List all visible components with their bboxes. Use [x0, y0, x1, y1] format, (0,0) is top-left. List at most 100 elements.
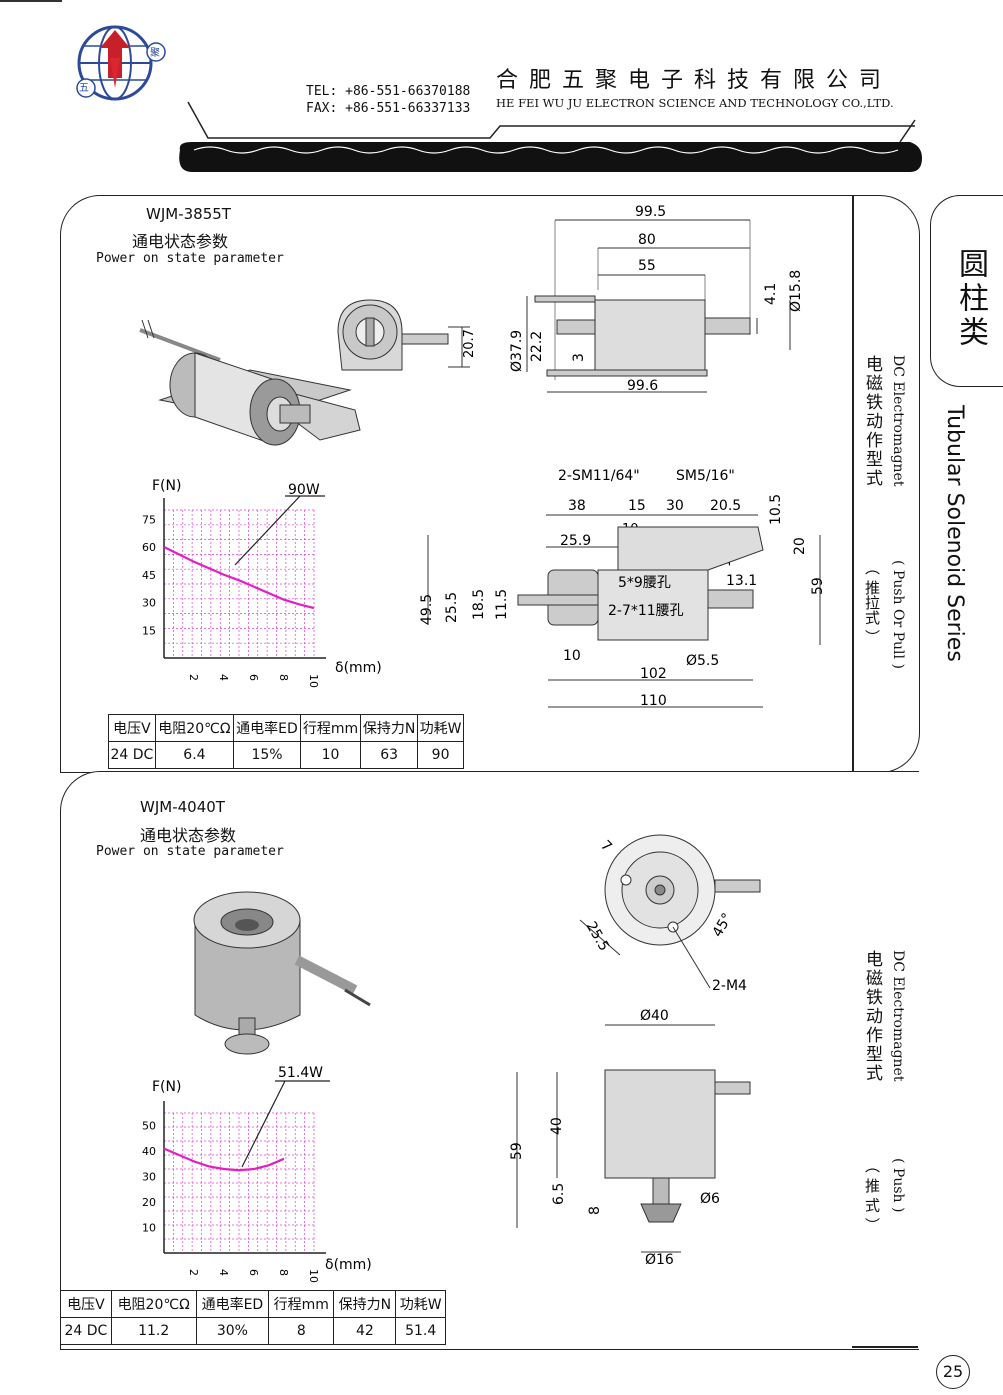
- x-tick-label: 10: [307, 1269, 320, 1283]
- y-tick-label: 30: [142, 597, 156, 610]
- solenoid-4040t-front-view: 7 25.5 45° 2-M4: [579, 834, 761, 994]
- table-cell: 10: [299, 741, 362, 769]
- x-tick-label: 8: [277, 1269, 290, 1276]
- dim-25-5-b: 25.5: [583, 919, 612, 954]
- y-tick-label: 30: [142, 1171, 156, 1184]
- table-cell: 15%: [233, 741, 301, 769]
- dim-13-1: 13.1: [726, 573, 757, 589]
- dim-20-7: 20.7: [462, 329, 477, 358]
- annotation-arrow: [234, 495, 301, 566]
- x-tick-label: 8: [277, 674, 290, 681]
- logo-char-b: 聚: [150, 48, 160, 59]
- subtitle-en-2: Power on state parameter: [96, 844, 284, 859]
- table-cell: 功耗W: [395, 1290, 446, 1318]
- subtitle-cn: 通电状态参数: [132, 232, 229, 251]
- dim-dia-40: Ø40: [640, 1008, 669, 1024]
- table-cell: 63: [360, 741, 419, 769]
- dim-110: 110: [640, 693, 667, 709]
- dim-dia-5-5: Ø5.5: [686, 653, 719, 669]
- dim-10-5: 10.5: [768, 494, 784, 525]
- dim-3: 3: [571, 353, 587, 362]
- dim-7: 7: [597, 838, 615, 856]
- type-en-1: DC Electromagnet: [890, 355, 906, 487]
- header-swoosh: [179, 101, 922, 172]
- dim-25-5: 25.5: [444, 592, 460, 623]
- chart2-annotation: 51.4W: [278, 1065, 323, 1081]
- table-row: 24 DC 11.2 30% 8 42 51.4: [60, 1317, 446, 1345]
- chart1-annotation: 90W: [288, 482, 320, 498]
- dim-15-8: Ø15.8: [788, 270, 804, 312]
- annotation-arrow: [241, 1080, 286, 1168]
- table-cell: 51.4: [395, 1317, 446, 1345]
- solenoid-3855t-render: [139, 319, 361, 446]
- table-cell: 30%: [195, 1317, 270, 1345]
- tel-text: TEL: +86-551-66370188: [306, 84, 471, 99]
- x-tick-label: 10: [307, 674, 320, 688]
- solenoid-3855t-side-drawing: 2-SM11/64" SM5/16" 38 15 30 20.5 10.5 10…: [419, 468, 826, 709]
- series-line: [163, 1147, 285, 1172]
- table-cell: 42: [333, 1317, 397, 1345]
- product-panel-1: [60, 195, 920, 773]
- model-title-2: WJM-4040T: [140, 798, 225, 816]
- y-tick-label: 20: [142, 1196, 156, 1209]
- table-cell: 电阻20℃Ω: [154, 714, 235, 742]
- y-tick-label: 60: [142, 541, 156, 554]
- type-cn-1: 电磁铁动作型式: [862, 355, 882, 488]
- page-number: 25: [936, 1355, 970, 1389]
- table-header-row: 电压V 电阻20℃Ω 通电率ED 行程mm 保持力N 功耗W: [108, 714, 464, 742]
- table-cell: 行程mm: [268, 1290, 335, 1318]
- table-cell: 24 DC: [60, 1317, 112, 1345]
- corner-rule: [0, 0, 62, 2]
- dim-2-m4: 2-M4: [712, 978, 747, 994]
- dim-18-5: 18.5: [471, 589, 487, 620]
- mode-en-2: ( Push ): [890, 1158, 906, 1213]
- solenoid-4040t-render: [193, 891, 371, 1055]
- chart1-xlabel: δ(mm): [335, 660, 382, 676]
- mode-cn-1: （ 推拉式 ）: [863, 560, 881, 645]
- table-cell: 24 DC: [108, 741, 156, 769]
- chart2-xlabel: δ(mm): [325, 1257, 372, 1273]
- dim-dia-16: Ø16: [645, 1252, 674, 1268]
- params-table-1: 电压V 电阻20℃Ω 通电率ED 行程mm 保持力N 功耗W 24 DC 6.4…: [108, 714, 464, 769]
- table-cell: 行程mm: [299, 714, 362, 742]
- table-cell: 8: [268, 1317, 335, 1345]
- dim-sm5: SM5/16": [676, 468, 735, 484]
- table-cell: 功耗W: [417, 714, 464, 742]
- dim-20: 20: [792, 537, 808, 555]
- dim-2-sm11: 2-SM11/64": [558, 468, 640, 484]
- mode-en-1: ( Push Or Pull ): [890, 560, 906, 669]
- panel-bottom-rule: [852, 1346, 918, 1348]
- dim-99-6: 99.6: [627, 378, 658, 394]
- dim-30: 30: [666, 498, 684, 514]
- x-tick-label: 6: [247, 1269, 260, 1276]
- y-tick-label: 50: [142, 1120, 156, 1133]
- dim-8: 8: [587, 1206, 603, 1215]
- dim-22-2: 22.2: [529, 331, 545, 362]
- table-cell: 90: [417, 741, 464, 769]
- model-title: WJM-3855T: [146, 205, 231, 223]
- company-name-cn: 合 肥 五 聚 电 子 科 技 有 限 公 司: [496, 68, 883, 93]
- y-tick-label: 75: [142, 513, 156, 526]
- category-label: 圆柱类: [953, 248, 988, 350]
- subtitle-cn-2: 通电状态参数: [140, 826, 237, 845]
- dim-55: 55: [638, 258, 656, 274]
- dim-99-5: 99.5: [635, 204, 666, 220]
- dim-49-5: 49.5: [419, 594, 435, 625]
- y-tick-label: 10: [142, 1222, 156, 1235]
- chart1-ylabel: F(N): [152, 478, 181, 494]
- solenoid-3855t-top-drawing: 99.5 80 55 99.6 Ø37.9 22.2 3 4.1 Ø15.8: [509, 204, 804, 394]
- type-en-2: DC Electromagnet: [890, 950, 906, 1082]
- dim-80: 80: [638, 232, 656, 248]
- mode-cn-2: （ 推 式 ）: [863, 1158, 881, 1233]
- type-cn-2: 电磁铁动作型式: [862, 950, 882, 1083]
- subtitle-en: Power on state parameter: [96, 251, 284, 266]
- logo-char-a: 五: [79, 83, 89, 94]
- solenoid-3855t-end-view: 20.7: [337, 299, 477, 371]
- table-cell: 电阻20℃Ω: [110, 1290, 197, 1318]
- y-tick-label: 15: [142, 624, 156, 637]
- table-cell: 11.2: [110, 1317, 197, 1345]
